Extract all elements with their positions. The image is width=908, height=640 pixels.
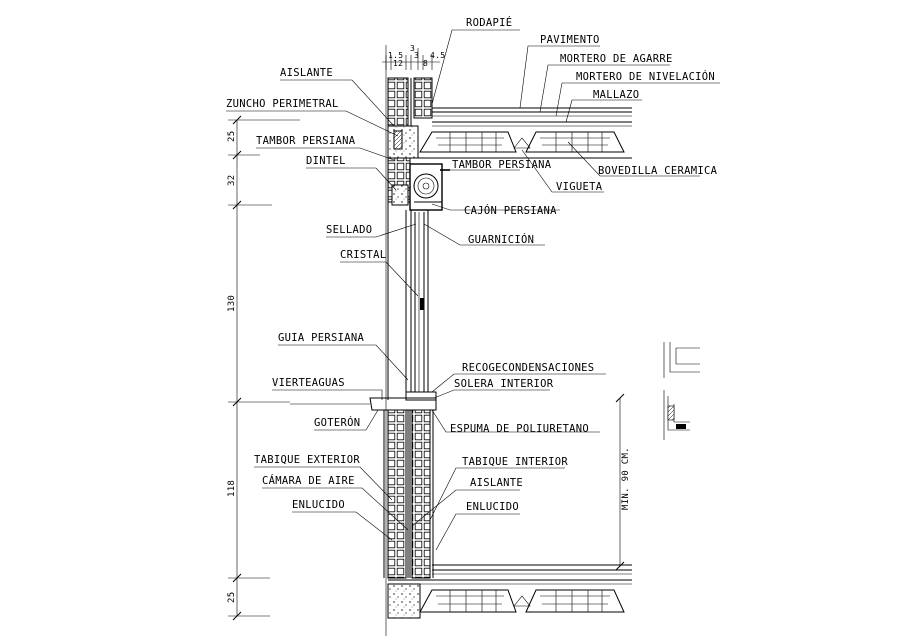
sill bbox=[290, 397, 437, 411]
label-vierteaguas: VIERTEAGUAS bbox=[272, 377, 345, 389]
label-solera-interior: SOLERA INTERIOR bbox=[454, 378, 554, 390]
label-aislante-top: AISLANTE bbox=[280, 67, 333, 79]
label-mortero-agarre: MORTERO DE AGARRE bbox=[560, 53, 673, 65]
dim-25-top: 25 bbox=[227, 131, 237, 142]
label-bovedilla-ceramica: BOVEDILLA CERAMICA bbox=[598, 165, 718, 177]
min-height-dimension: MIN. 90 CM. bbox=[615, 393, 631, 571]
leader-lines bbox=[226, 29, 720, 551]
label-tabique-interior: TABIQUE INTERIOR bbox=[462, 456, 568, 468]
label-goteron: GOTERÓN bbox=[314, 416, 360, 429]
label-pavimento: PAVIMENTO bbox=[540, 34, 600, 46]
label-enlucido-right: ENLUCIDO bbox=[466, 501, 519, 513]
dim-130: 130 bbox=[227, 295, 237, 312]
dim-8: 8 bbox=[423, 59, 428, 68]
label-tambor-persiana-right: TAMBOR PERSIANA bbox=[452, 159, 552, 171]
label-rodapie: RODAPIÉ bbox=[466, 16, 512, 29]
dim-3a: 3 bbox=[410, 44, 415, 53]
dim-118: 118 bbox=[227, 480, 237, 497]
dim-4-5: 4.5 bbox=[430, 51, 445, 60]
dim-1-5: 1.5 bbox=[388, 51, 403, 60]
label-vigueta: VIGUETA bbox=[556, 181, 603, 193]
label-aislante-bottom: AISLANTE bbox=[470, 477, 523, 489]
detail-thumbnail bbox=[663, 342, 700, 440]
label-tabique-exterior: TABIQUE EXTERIOR bbox=[254, 454, 360, 466]
dim-12: 12 bbox=[393, 59, 403, 68]
label-espuma-poliuretano: ESPUMA DE POLIURETANO bbox=[450, 423, 589, 435]
lower-wall bbox=[383, 409, 434, 579]
label-enlucido-left: ENLUCIDO bbox=[292, 499, 345, 511]
label-guarnicion: GUARNICIÓN bbox=[468, 233, 534, 246]
label-zuncho-perimetral: ZUNCHO PERIMETRAL bbox=[226, 98, 339, 110]
label-mortero-nivelacion: MORTERO DE NIVELACIÓN bbox=[576, 70, 715, 83]
label-cajon-persiana: CAJÓN PERSIANA bbox=[464, 204, 557, 217]
dim-32: 32 bbox=[227, 175, 237, 186]
label-recogecondensaciones: RECOGECONDENSACIONES bbox=[462, 362, 594, 374]
label-cristal: CRISTAL bbox=[340, 249, 386, 261]
dim-25-bottom: 25 bbox=[227, 592, 237, 603]
min-90-label: MIN. 90 CM. bbox=[621, 447, 631, 510]
label-guia-persiana: GUIA PERSIANA bbox=[278, 332, 364, 344]
shutter-box bbox=[387, 157, 450, 211]
label-mallazo: MALLAZO bbox=[593, 89, 639, 101]
upper-wall bbox=[387, 77, 433, 127]
vertical-dimension-chain: 25 32 130 118 25 bbox=[227, 115, 300, 621]
label-dintel: DINTEL bbox=[306, 155, 346, 167]
label-tambor-persiana-left: TAMBOR PERSIANA bbox=[256, 135, 356, 147]
label-sellado: SELLADO bbox=[326, 224, 372, 236]
upper-slab bbox=[387, 107, 632, 159]
dim-3b: 3 bbox=[414, 51, 419, 60]
lower-slab bbox=[387, 564, 632, 619]
callout-labels: RODAPIÉ PAVIMENTO MORTERO DE AGARRE MORT… bbox=[226, 16, 718, 513]
top-dimension-chain: 1.5 12 3 3 8 4.5 bbox=[382, 44, 445, 70]
window-frame bbox=[387, 202, 437, 401]
label-camara-aire: CÁMARA DE AIRE bbox=[262, 474, 355, 487]
